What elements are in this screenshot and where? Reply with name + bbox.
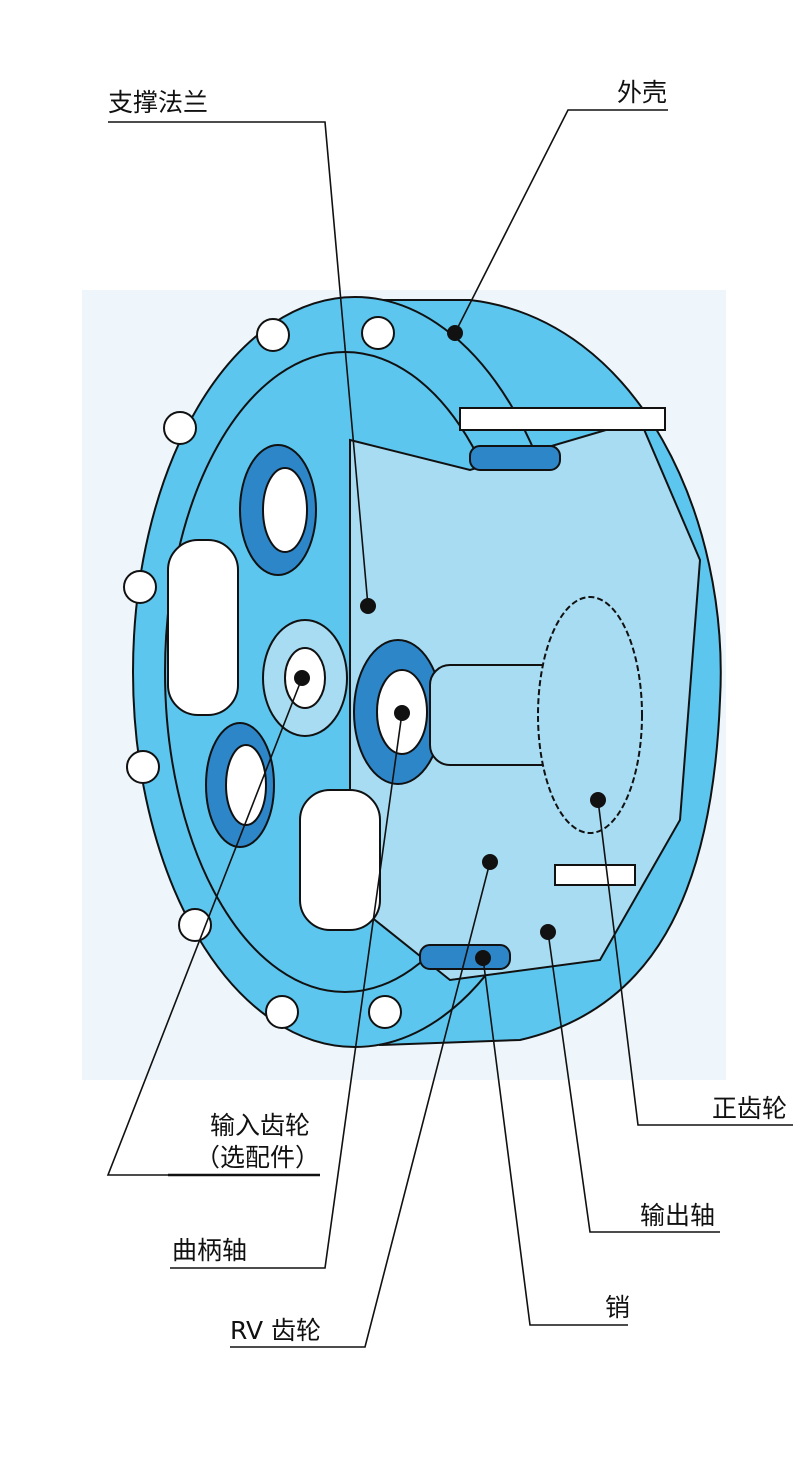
- leader-housing: [454, 109, 668, 334]
- label-input-gear: 输入齿轮: [210, 1111, 311, 1140]
- bottom-bolt: [554, 864, 636, 886]
- dot-support-flange: [360, 598, 376, 614]
- label-pin: 销: [605, 1293, 631, 1322]
- leader-rv-gear: [230, 861, 491, 1348]
- bearing-ring-top-inner: [262, 467, 308, 553]
- label-input-gear-note: （选配件）: [195, 1143, 321, 1172]
- pin-top: [469, 445, 561, 471]
- leader-lines: [106, 109, 793, 1348]
- flange-bolt: [361, 316, 395, 350]
- leader-pin: [482, 957, 628, 1326]
- dot-input-gear: [294, 670, 310, 686]
- flange-bolt: [256, 318, 290, 352]
- flange-bolt: [126, 750, 160, 784]
- label-crankshaft: 曲柄轴: [172, 1236, 248, 1265]
- label-rv-gear: RV 齿轮: [230, 1316, 322, 1345]
- flange-bolt: [265, 995, 299, 1029]
- long-bolt: [459, 407, 666, 431]
- bearing-ring-bottom-inner: [225, 744, 267, 826]
- dot-output-shaft: [540, 924, 556, 940]
- dot-housing: [447, 325, 463, 341]
- socket-screw-panel-top: [167, 539, 239, 716]
- leader-spur-gear: [597, 799, 793, 1126]
- flange-bolt: [123, 570, 157, 604]
- reducer-illustration: [123, 296, 722, 1048]
- leader-support-flange: [108, 121, 369, 607]
- leader-crankshaft: [170, 712, 403, 1269]
- flange-bolt: [163, 411, 197, 445]
- socket-screw-panel-bottom: [299, 789, 381, 931]
- flange-bolt: [368, 995, 402, 1029]
- dot-crankshaft: [394, 705, 410, 721]
- spur-gear: [537, 596, 643, 834]
- label-output-shaft: 输出轴: [640, 1201, 716, 1230]
- callout-dots: [294, 325, 606, 966]
- dot-rv-gear: [482, 854, 498, 870]
- label-support-flange: 支撑法兰: [108, 88, 209, 117]
- label-housing: 外壳: [617, 78, 668, 107]
- dot-pin: [475, 950, 491, 966]
- dot-spur-gear: [590, 792, 606, 808]
- leader-output-shaft: [547, 931, 720, 1233]
- label-spur-gear: 正齿轮: [712, 1094, 788, 1123]
